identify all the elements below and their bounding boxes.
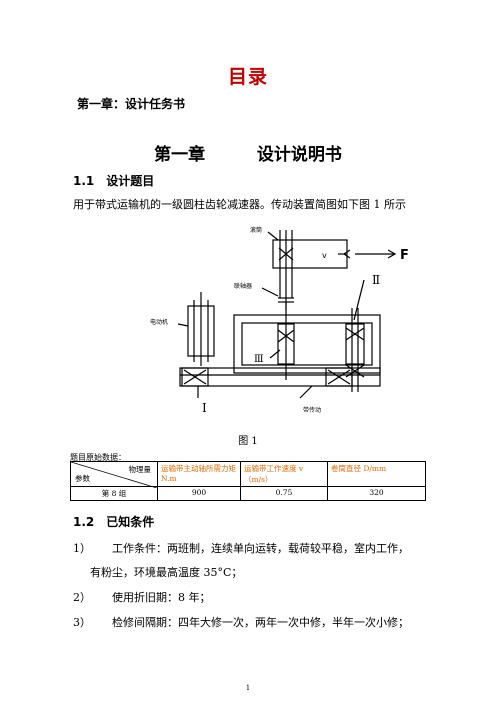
diagonal-line: [71, 462, 157, 488]
list-text: 使用折旧期：8 年；: [112, 591, 211, 604]
transmission-diagram: 滚筒 联轴器 电动机 带传动 F v Ⅱ Ⅲ Ⅰ: [150, 226, 409, 415]
label-belt: 带传动: [303, 406, 321, 414]
label-force: F: [400, 248, 409, 263]
section-1-1-text: 用于带式运输机的一级圆柱齿轮减速器。传动装置简图如下图 1 所示: [73, 198, 406, 211]
list-num: 2）: [73, 591, 91, 604]
chapter-name: 设计说明书: [256, 145, 342, 165]
table-row: 第 8 组 900 0.75 320: [70, 486, 426, 501]
list-item-continuation: 有粉尘，环境最高温度 35°C；: [90, 566, 243, 579]
list-item: 1） 工作条件：两班制，连续单向运转，载荷较平稳，室内工作，: [73, 540, 409, 556]
list-num: 1）: [73, 542, 91, 555]
table-header-row: 物理量 参数 运输带主动轴所需力矩 N.m 运输带工作速度 v（m/s） 卷筒直…: [70, 461, 426, 488]
driven-pulley: [325, 367, 353, 387]
header-torque: 运输带主动轴所需力矩 N.m: [157, 461, 241, 487]
page-number: 1: [245, 684, 251, 692]
section-1-2-heading: 1.2 已知条件: [73, 515, 155, 529]
chapter-title: 第一章 设计说明书: [0, 140, 496, 165]
list-num: 3）: [73, 616, 91, 629]
toc-item-chapter-1[interactable]: 第一章：设计任务书: [77, 97, 186, 111]
label-motor: 电动机: [150, 318, 168, 326]
list-item: 2） 使用折旧期：8 年；: [73, 589, 211, 605]
header-diameter: 卷筒直径 D/mm: [327, 461, 426, 487]
toc-title: 目录: [227, 66, 268, 88]
small-gear: [345, 323, 365, 365]
label-shaft-II: Ⅱ: [372, 273, 380, 287]
list-item: 3） 检修间隔期：四年大修一次，两年一次中修，半年一次小修；: [73, 614, 409, 630]
params-intro: 题目原始数据：: [70, 453, 126, 462]
label-velocity: v: [322, 251, 327, 260]
belt: [179, 367, 381, 387]
label-shaft-I: Ⅰ: [202, 401, 207, 415]
table-diag-cell: 物理量 参数: [70, 461, 158, 488]
section-1-1-heading: 1.1 设计题目: [73, 174, 155, 188]
header-speed: 运输带工作速度 v（m/s）: [240, 461, 328, 487]
label-drum: 滚筒: [250, 226, 262, 234]
large-gear: [277, 323, 295, 365]
header-diag-bottom: 参数: [75, 474, 90, 483]
val-speed: 0.75: [240, 486, 328, 501]
list-text: 工作条件：两班制，连续单向运转，载荷较平稳，室内工作，: [112, 542, 409, 555]
row-label: 第 8 组: [70, 486, 158, 501]
params-table: 物理量 参数 运输带主动轴所需力矩 N.m 运输带工作速度 v（m/s） 卷筒直…: [70, 461, 426, 501]
drum-box: [272, 239, 348, 269]
val-torque: 900: [157, 486, 241, 501]
label-shaft-III: Ⅲ: [254, 354, 264, 365]
gearbox-housing: [233, 314, 381, 374]
list-text: 检修间隔期：四年大修一次，两年一次中修，半年一次小修；: [112, 616, 409, 629]
val-diameter: 320: [327, 486, 426, 501]
motor-pulley: [181, 367, 209, 387]
label-coupling: 联轴器: [234, 282, 252, 290]
header-diag-top: 物理量: [128, 465, 152, 474]
chapter-number: 第一章: [154, 145, 206, 165]
figure-caption: 图 1: [238, 436, 258, 447]
